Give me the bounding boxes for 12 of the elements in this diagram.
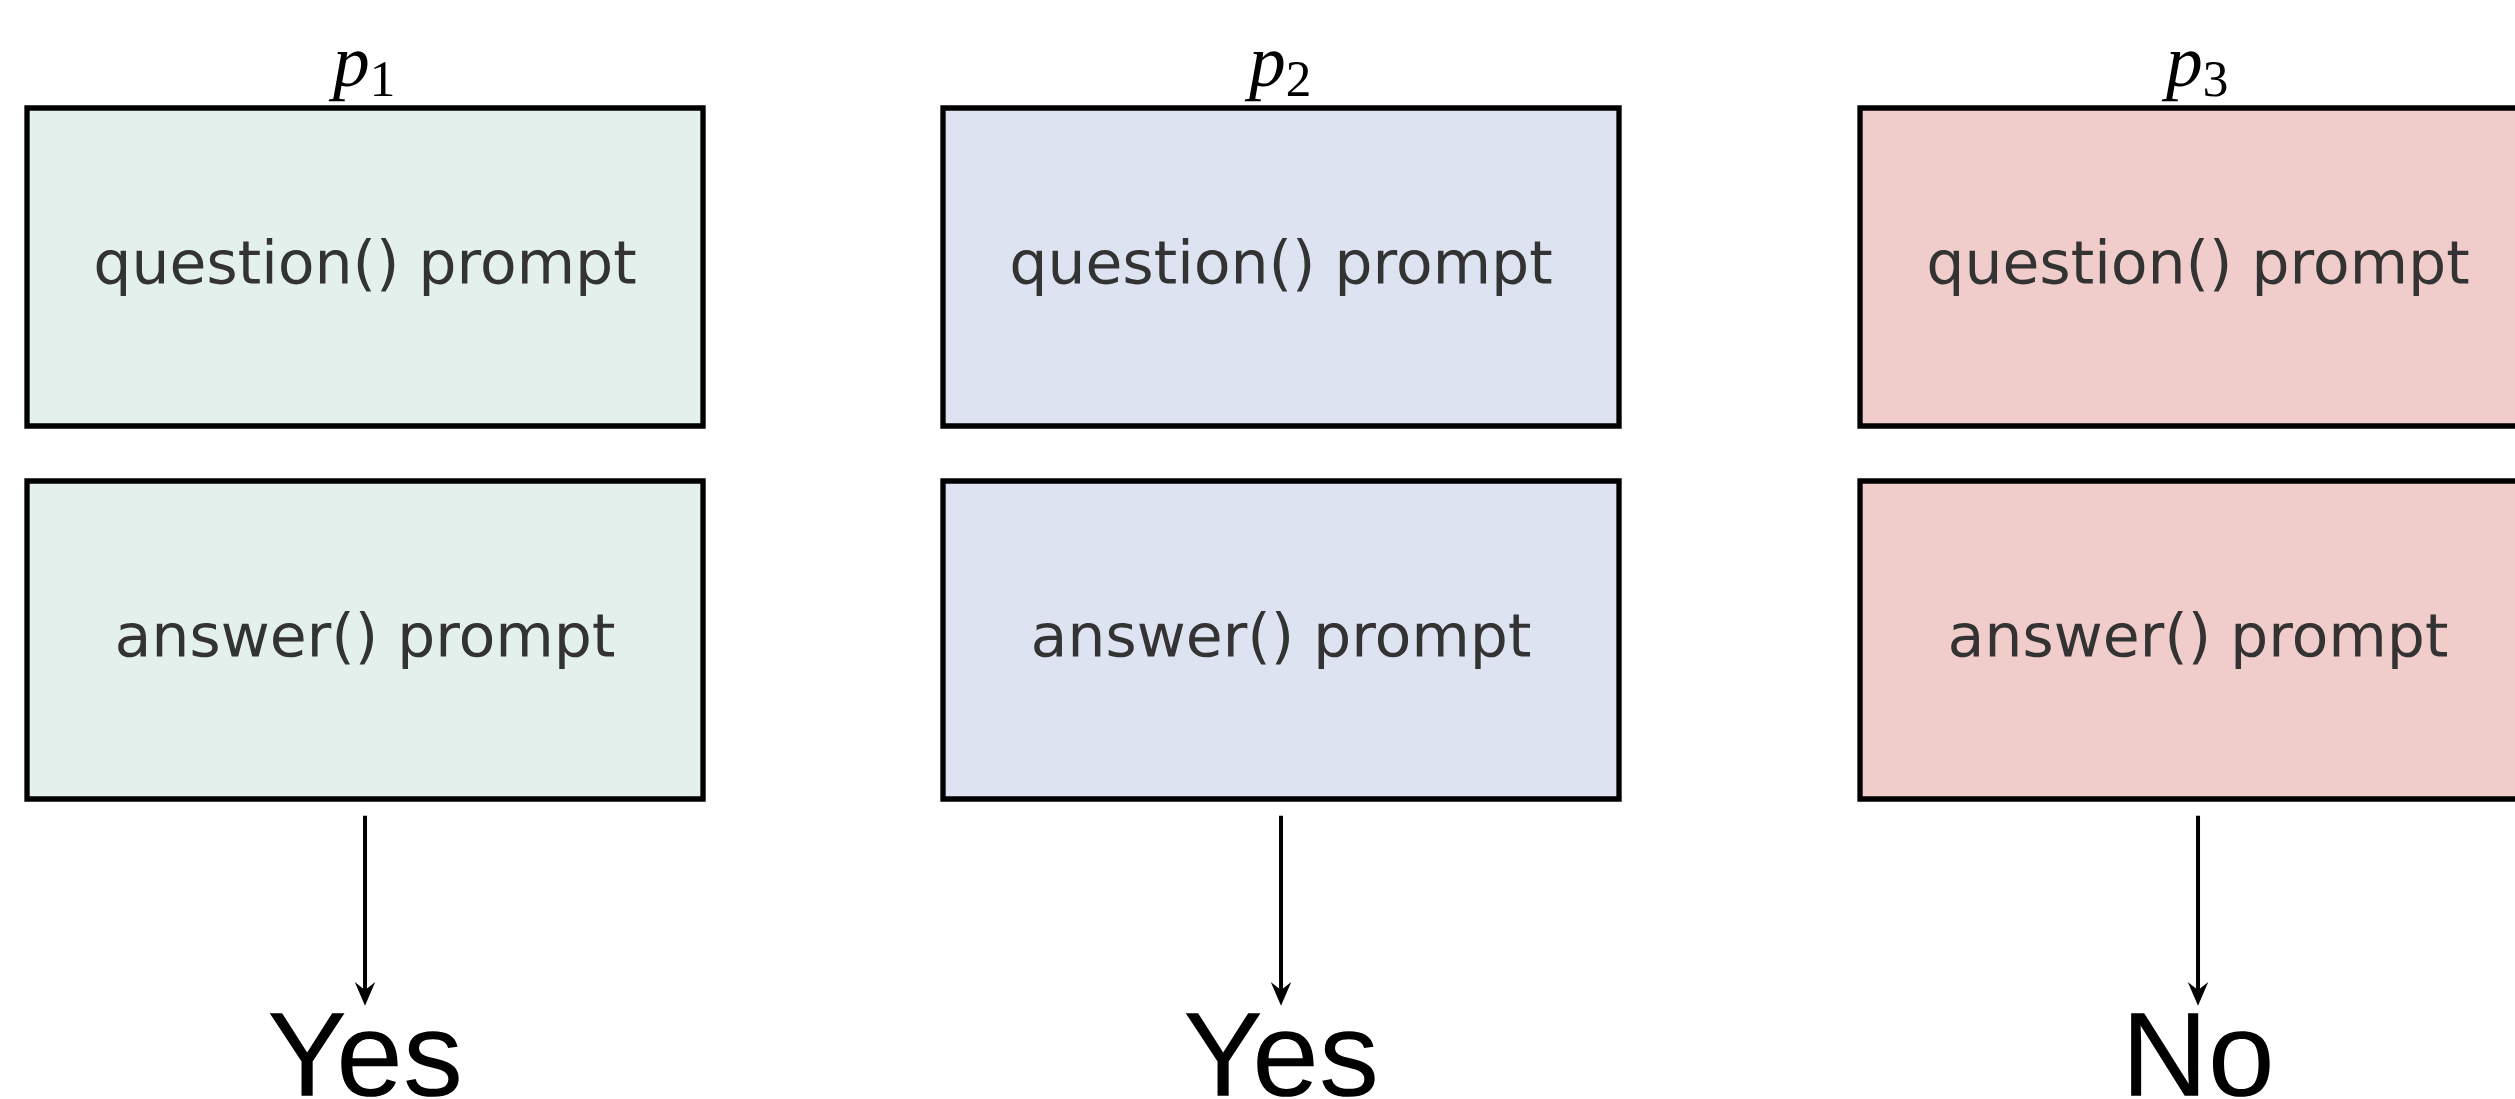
result-text: No bbox=[2131, 1013, 2270, 1097]
prompt-box: question() prompt bbox=[24, 105, 706, 429]
column-heading: p$_{3}$ bbox=[2161, 51, 2227, 102]
prompt-box: answer() prompt bbox=[24, 478, 706, 802]
result-text: Yes bbox=[269, 1013, 459, 1097]
column-heading: p$_{1}$ bbox=[328, 51, 393, 102]
prompt-box: answer() prompt bbox=[1857, 478, 2515, 802]
column-heading: p$_{2}$ bbox=[1244, 51, 1309, 102]
prompt-box: answer() prompt bbox=[940, 478, 1622, 802]
prompt-box: question() prompt bbox=[1857, 105, 2515, 429]
result-text: Yes bbox=[1185, 1013, 1375, 1097]
prompt-box: question() prompt bbox=[940, 105, 1622, 429]
